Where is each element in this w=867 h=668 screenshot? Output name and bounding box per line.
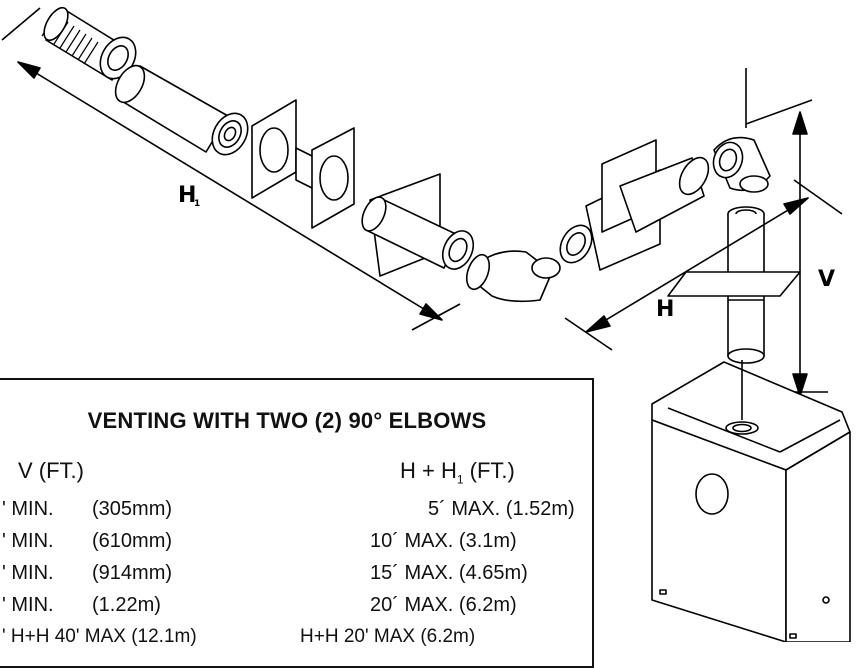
wall-thimble-assembly bbox=[251, 99, 355, 229]
row-v-min: ' MIN. bbox=[2, 562, 54, 584]
v-label: V bbox=[818, 267, 835, 292]
row-v-metric: (1.22m) bbox=[92, 594, 161, 616]
column-header-v: V (FT.) bbox=[18, 458, 84, 483]
row-v-min: ' MIN. bbox=[2, 594, 54, 616]
table-title: VENTING WITH TWO (2) 90° ELBOWS bbox=[87, 408, 487, 433]
h-label: H bbox=[656, 297, 674, 322]
footnote-left-tail: 40' MAX (12.1m) bbox=[49, 626, 197, 647]
pipe-section-2 bbox=[361, 173, 475, 277]
row-h-max: 15´ MAX. (4.65m) bbox=[370, 562, 528, 584]
vertical-pipe bbox=[667, 206, 801, 364]
row-v-metric: (610mm) bbox=[92, 530, 173, 552]
footnote-right-text: H+H bbox=[300, 626, 339, 647]
h1-dimension-line bbox=[1, 7, 461, 331]
elbow-upper bbox=[712, 136, 771, 193]
row-v-min: ' MIN. bbox=[2, 530, 54, 552]
h1-label: H bbox=[178, 183, 196, 208]
row-v-metric: (914mm) bbox=[92, 562, 173, 584]
h1-label-subscript: 1 bbox=[194, 199, 200, 209]
pipe-section-1 bbox=[114, 64, 249, 156]
footnote-left-text: ' H+H bbox=[2, 626, 50, 647]
column-header-h: H + H1 (FT.) bbox=[400, 458, 515, 486]
table-footnote-right: H+H 20' MAX (6.2m) bbox=[300, 626, 475, 648]
venting-table bbox=[0, 378, 594, 668]
column-header-h-subscript: 1 bbox=[456, 472, 464, 487]
elbow-lower bbox=[465, 250, 561, 303]
row-v-metric: (305mm) bbox=[92, 498, 173, 520]
row-h-max: 5´ MAX. (1.52m) bbox=[428, 498, 575, 520]
column-header-h-main: H + H bbox=[400, 458, 457, 483]
table-footnote-left: ' H+H 40' MAX (12.1m) bbox=[2, 626, 197, 648]
v-dimension-line bbox=[745, 68, 828, 397]
column-header-h-tail: (FT.) bbox=[463, 458, 515, 483]
row-v-min: ' MIN. bbox=[2, 498, 54, 520]
row-h-max: 10´ MAX. (3.1m) bbox=[370, 530, 517, 552]
appliance-box bbox=[651, 360, 851, 642]
venting-diagram: H 1 bbox=[1, 6, 851, 642]
h-dimension-line bbox=[564, 179, 843, 351]
vent-cap bbox=[41, 6, 137, 81]
pipe-section-3 bbox=[559, 139, 710, 271]
footnote-right-tail: 20' MAX (6.2m) bbox=[338, 626, 476, 647]
row-h-max: 20´ MAX. (6.2m) bbox=[370, 594, 517, 616]
